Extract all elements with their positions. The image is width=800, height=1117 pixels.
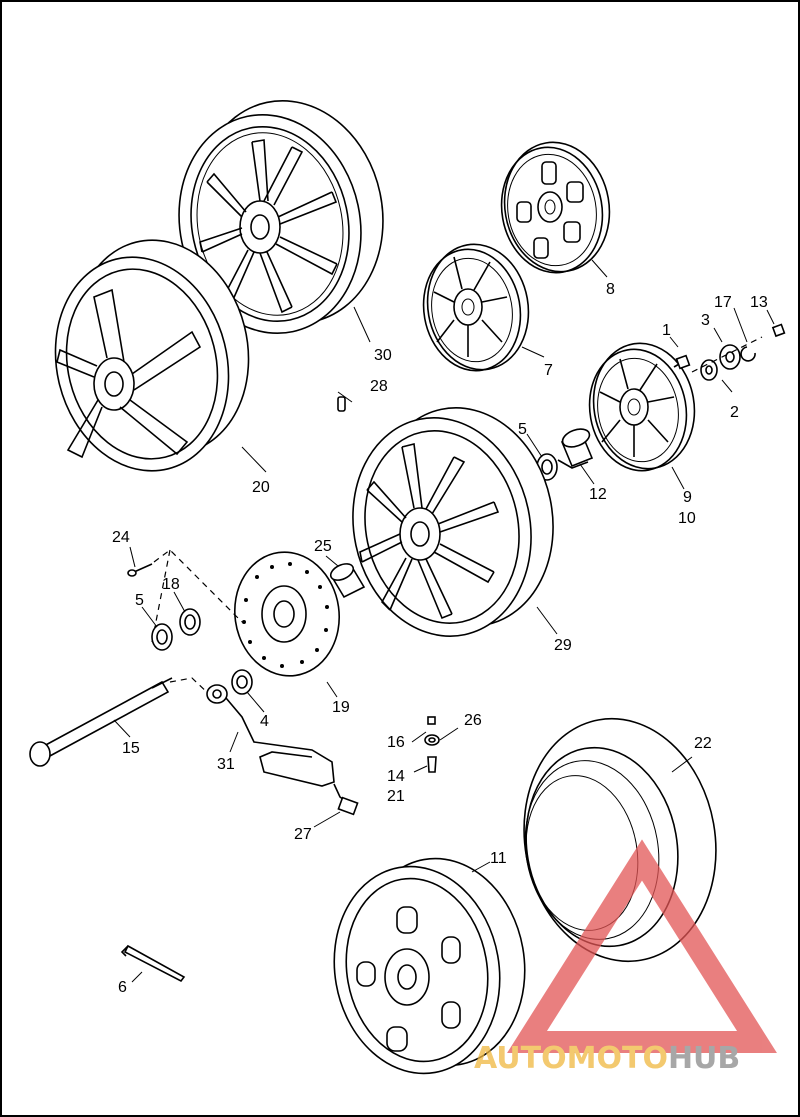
callout-9: 9 xyxy=(683,489,692,506)
hardware-stack xyxy=(673,323,786,381)
callout-7: 7 xyxy=(544,362,553,379)
callout-4: 4 xyxy=(260,713,269,730)
svg-text:AUTOMOTOHUB: AUTOMOTOHUB xyxy=(474,1041,740,1076)
brake-rotor-19 xyxy=(233,551,341,677)
callout-3: 3 xyxy=(701,312,710,329)
wheel-20 xyxy=(54,239,250,472)
tire-tool-6 xyxy=(120,944,186,983)
speed-sensor-31 xyxy=(206,684,359,816)
bearing-and-spacer-right xyxy=(536,428,594,481)
callout-30: 30 xyxy=(374,347,392,364)
watermark: AUTOMOTOHUB xyxy=(474,839,777,1076)
left-hardware xyxy=(127,549,253,695)
callout-24: 24 xyxy=(112,529,130,546)
callout-13: 13 xyxy=(750,294,768,311)
sprocket-9-10 xyxy=(588,342,696,472)
callout-15: 15 xyxy=(122,740,140,757)
callout-10: 10 xyxy=(678,510,696,527)
sprocket-7 xyxy=(422,243,530,372)
leader-lines xyxy=(113,259,775,983)
watermark-text-hub: HUB xyxy=(668,1041,740,1076)
callout-17: 17 xyxy=(714,294,732,311)
callout-27: 27 xyxy=(294,826,312,843)
callout-12: 12 xyxy=(589,486,607,503)
callout-16: 16 xyxy=(387,734,405,751)
callout-31: 31 xyxy=(217,756,235,773)
spacer-25 xyxy=(329,563,366,599)
callout-19: 19 xyxy=(332,699,350,716)
callout-labels: 30 8 7 20 1 3 17 13 2 28 5 12 9 10 24 25… xyxy=(112,281,768,996)
callout-18: 18 xyxy=(162,576,180,593)
wheel-29 xyxy=(352,407,554,637)
callout-28: 28 xyxy=(370,378,388,395)
callout-8: 8 xyxy=(606,281,615,298)
valve-parts xyxy=(424,716,440,773)
wheel-30 xyxy=(178,99,384,335)
watermark-triangle xyxy=(507,839,777,1053)
callout-26: 26 xyxy=(464,712,482,729)
callout-22: 22 xyxy=(694,735,712,752)
sprocket-8 xyxy=(500,141,611,274)
watermark-text-moto: MOTO xyxy=(567,1041,668,1076)
callout-6: 6 xyxy=(118,979,127,996)
callout-25: 25 xyxy=(314,538,332,555)
callout-29: 29 xyxy=(554,637,572,654)
callout-2: 2 xyxy=(730,404,739,421)
callout-21: 21 xyxy=(387,788,405,805)
axle-15 xyxy=(29,677,213,767)
callout-5-left: 5 xyxy=(135,592,144,609)
callout-1: 1 xyxy=(662,322,671,339)
wheel-11 xyxy=(333,857,526,1075)
watermark-text-auto: AUTO xyxy=(474,1041,567,1076)
callout-14: 14 xyxy=(387,768,405,785)
callout-5-top: 5 xyxy=(518,421,527,438)
callout-20: 20 xyxy=(252,479,270,496)
part-28 xyxy=(337,396,346,412)
callout-11: 11 xyxy=(490,850,507,867)
